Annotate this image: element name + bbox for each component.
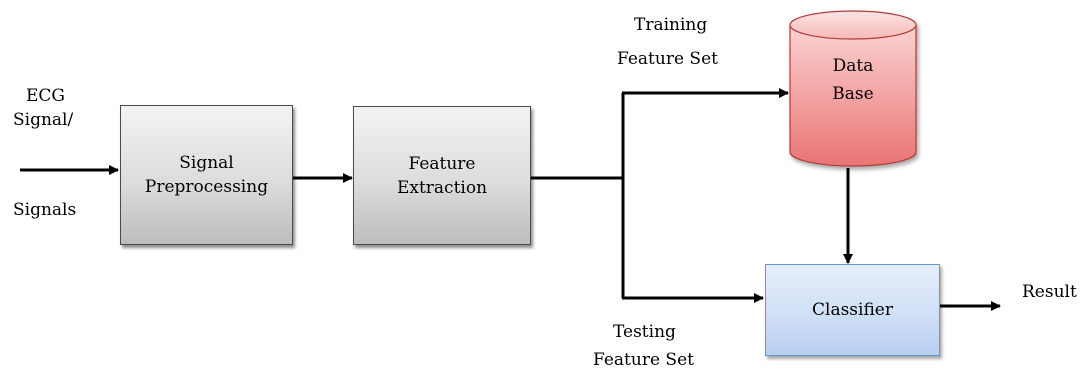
result-label: Result — [1022, 282, 1077, 302]
signal-preprocessing-line-1: Signal — [179, 153, 234, 173]
feature-extraction-box: Feature Extraction — [353, 106, 531, 245]
classifier-box: Classifier — [765, 264, 940, 356]
input-label-line-2: Signal/ — [13, 110, 74, 130]
input-label-line-3: Signals — [13, 200, 77, 220]
database-cylinder — [789, 10, 917, 167]
input-label-line-1: ECG — [26, 86, 65, 106]
database-label-line-2: Base — [832, 84, 874, 104]
signal-preprocessing-line-2: Preprocessing — [144, 177, 269, 197]
training-label-line-2: Feature Set — [617, 49, 718, 69]
testing-label-line-2: Feature Set — [593, 350, 694, 370]
signal-preprocessing-box: Signal Preprocessing — [120, 105, 293, 245]
testing-label-line-1: Testing — [613, 322, 676, 342]
feature-extraction-line-1: Feature — [408, 153, 476, 174]
database-label-line-1: Data — [832, 56, 874, 76]
feature-extraction-line-2: Extraction — [396, 177, 488, 198]
training-label-line-1: Training — [634, 15, 708, 35]
database-label: Data Base — [790, 52, 916, 108]
classifier-label: Classifier — [812, 300, 893, 320]
